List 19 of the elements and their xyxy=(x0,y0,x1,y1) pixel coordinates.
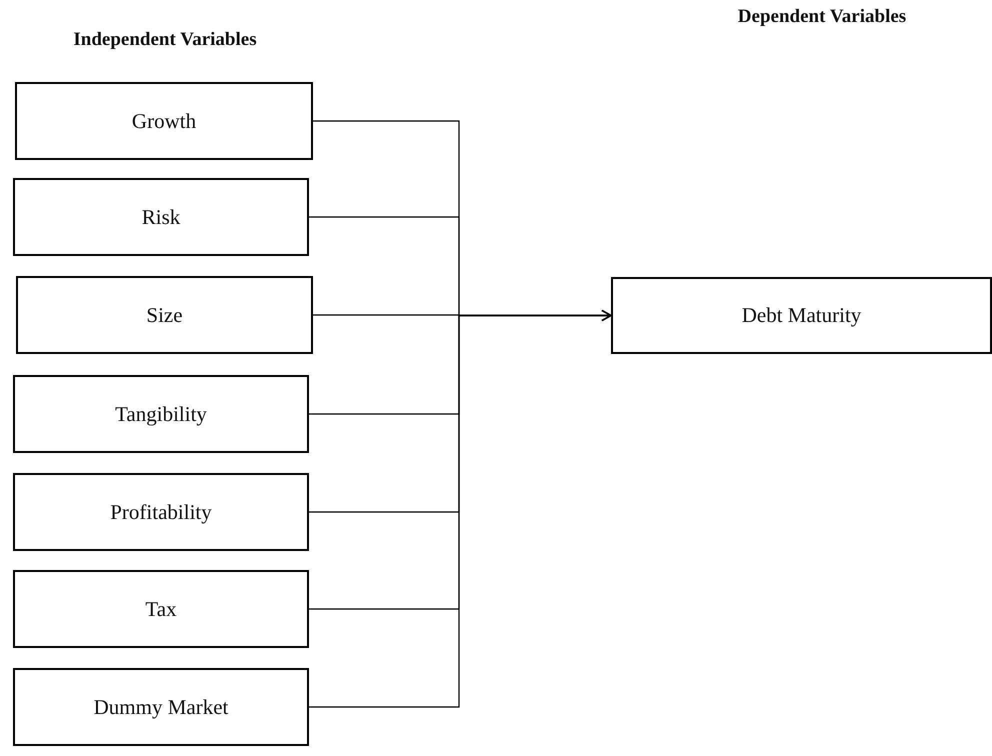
variable-box xyxy=(13,473,309,551)
variable-name: Tangibility xyxy=(115,402,207,426)
variable-name: Size xyxy=(146,302,183,328)
variable-box xyxy=(13,375,309,453)
variable-name: Risk xyxy=(142,204,180,230)
variable-box xyxy=(13,178,309,256)
variable-box xyxy=(13,570,309,648)
variable-box xyxy=(13,668,309,746)
column-heading: Dependent Variables xyxy=(738,6,906,28)
variable-name: Dummy Market xyxy=(94,694,228,720)
variable-name: Debt Maturity xyxy=(742,303,862,328)
variable-name: Growth xyxy=(132,108,196,134)
variable-box xyxy=(611,277,992,354)
variable-name: Tax xyxy=(145,596,177,622)
variable-box xyxy=(16,276,313,354)
variable-box xyxy=(15,82,313,160)
connector-arrow xyxy=(309,310,612,708)
column-heading: Independent Variables xyxy=(73,29,257,51)
variable-name: Profitability xyxy=(110,500,212,524)
